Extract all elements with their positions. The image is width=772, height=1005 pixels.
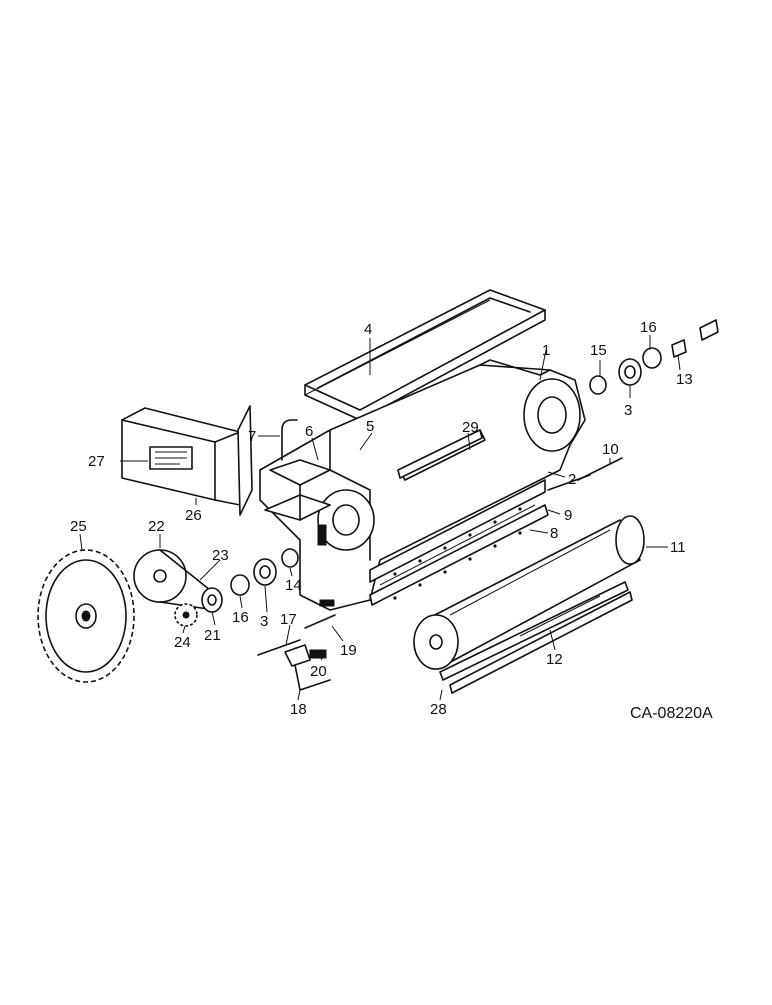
shield-box-part <box>121 405 253 516</box>
callout-22: 22 <box>148 518 165 535</box>
callout-3: 3 <box>624 402 632 419</box>
bar-part <box>397 429 483 479</box>
callout-labels: 1 2 3 4 5 6 7 8 9 10 11 12 13 14 15 16 1… <box>70 319 713 722</box>
callout-29: 29 <box>462 419 479 436</box>
callout-13: 13 <box>676 371 693 388</box>
drawing-code: CA-08220A <box>630 705 713 722</box>
small-sprocket-part <box>174 603 198 627</box>
callout-20: 20 <box>310 663 327 680</box>
callout-12: 12 <box>546 651 563 668</box>
callout-27: 27 <box>88 453 105 470</box>
callout-24: 24 <box>174 634 191 651</box>
hook-part <box>281 419 298 461</box>
callout-25: 25 <box>70 518 87 535</box>
callout-23: 23 <box>212 547 229 564</box>
callout-8: 8 <box>550 525 558 542</box>
large-gear-part <box>37 549 135 683</box>
callout-15: 15 <box>590 342 607 359</box>
callout-26: 26 <box>185 507 202 524</box>
left-bearings-part <box>230 548 299 596</box>
callout-4: 4 <box>364 321 372 338</box>
callout-1: 1 <box>542 342 550 359</box>
callout-7: 7 <box>248 428 256 445</box>
callout-16: 16 <box>640 319 657 336</box>
callout-9: 9 <box>564 507 572 524</box>
callout-19: 19 <box>340 642 357 659</box>
hub-part <box>201 587 223 613</box>
bottom-strips-part <box>439 581 633 694</box>
auger-tube-part <box>413 515 645 670</box>
linkage-part <box>257 599 336 691</box>
callout-11: 11 <box>670 539 686 556</box>
callout-18: 18 <box>290 701 307 718</box>
right-bearings-part <box>589 319 719 395</box>
callout-6: 6 <box>305 423 313 440</box>
callout-17: 17 <box>280 611 297 628</box>
callout-14: 14 <box>285 577 302 594</box>
callout-5: 5 <box>366 418 374 435</box>
leader-lines <box>79 335 681 701</box>
callout-2: 2 <box>568 471 576 488</box>
callout-10: 10 <box>602 441 619 458</box>
callout-28: 28 <box>430 701 447 718</box>
callout-16-second: 16 <box>232 609 249 626</box>
side-rails-part <box>369 474 591 606</box>
callout-3-second: 3 <box>260 613 268 630</box>
housing-frame-part <box>259 359 586 611</box>
callout-21: 21 <box>204 627 221 644</box>
rod-part <box>577 457 623 481</box>
